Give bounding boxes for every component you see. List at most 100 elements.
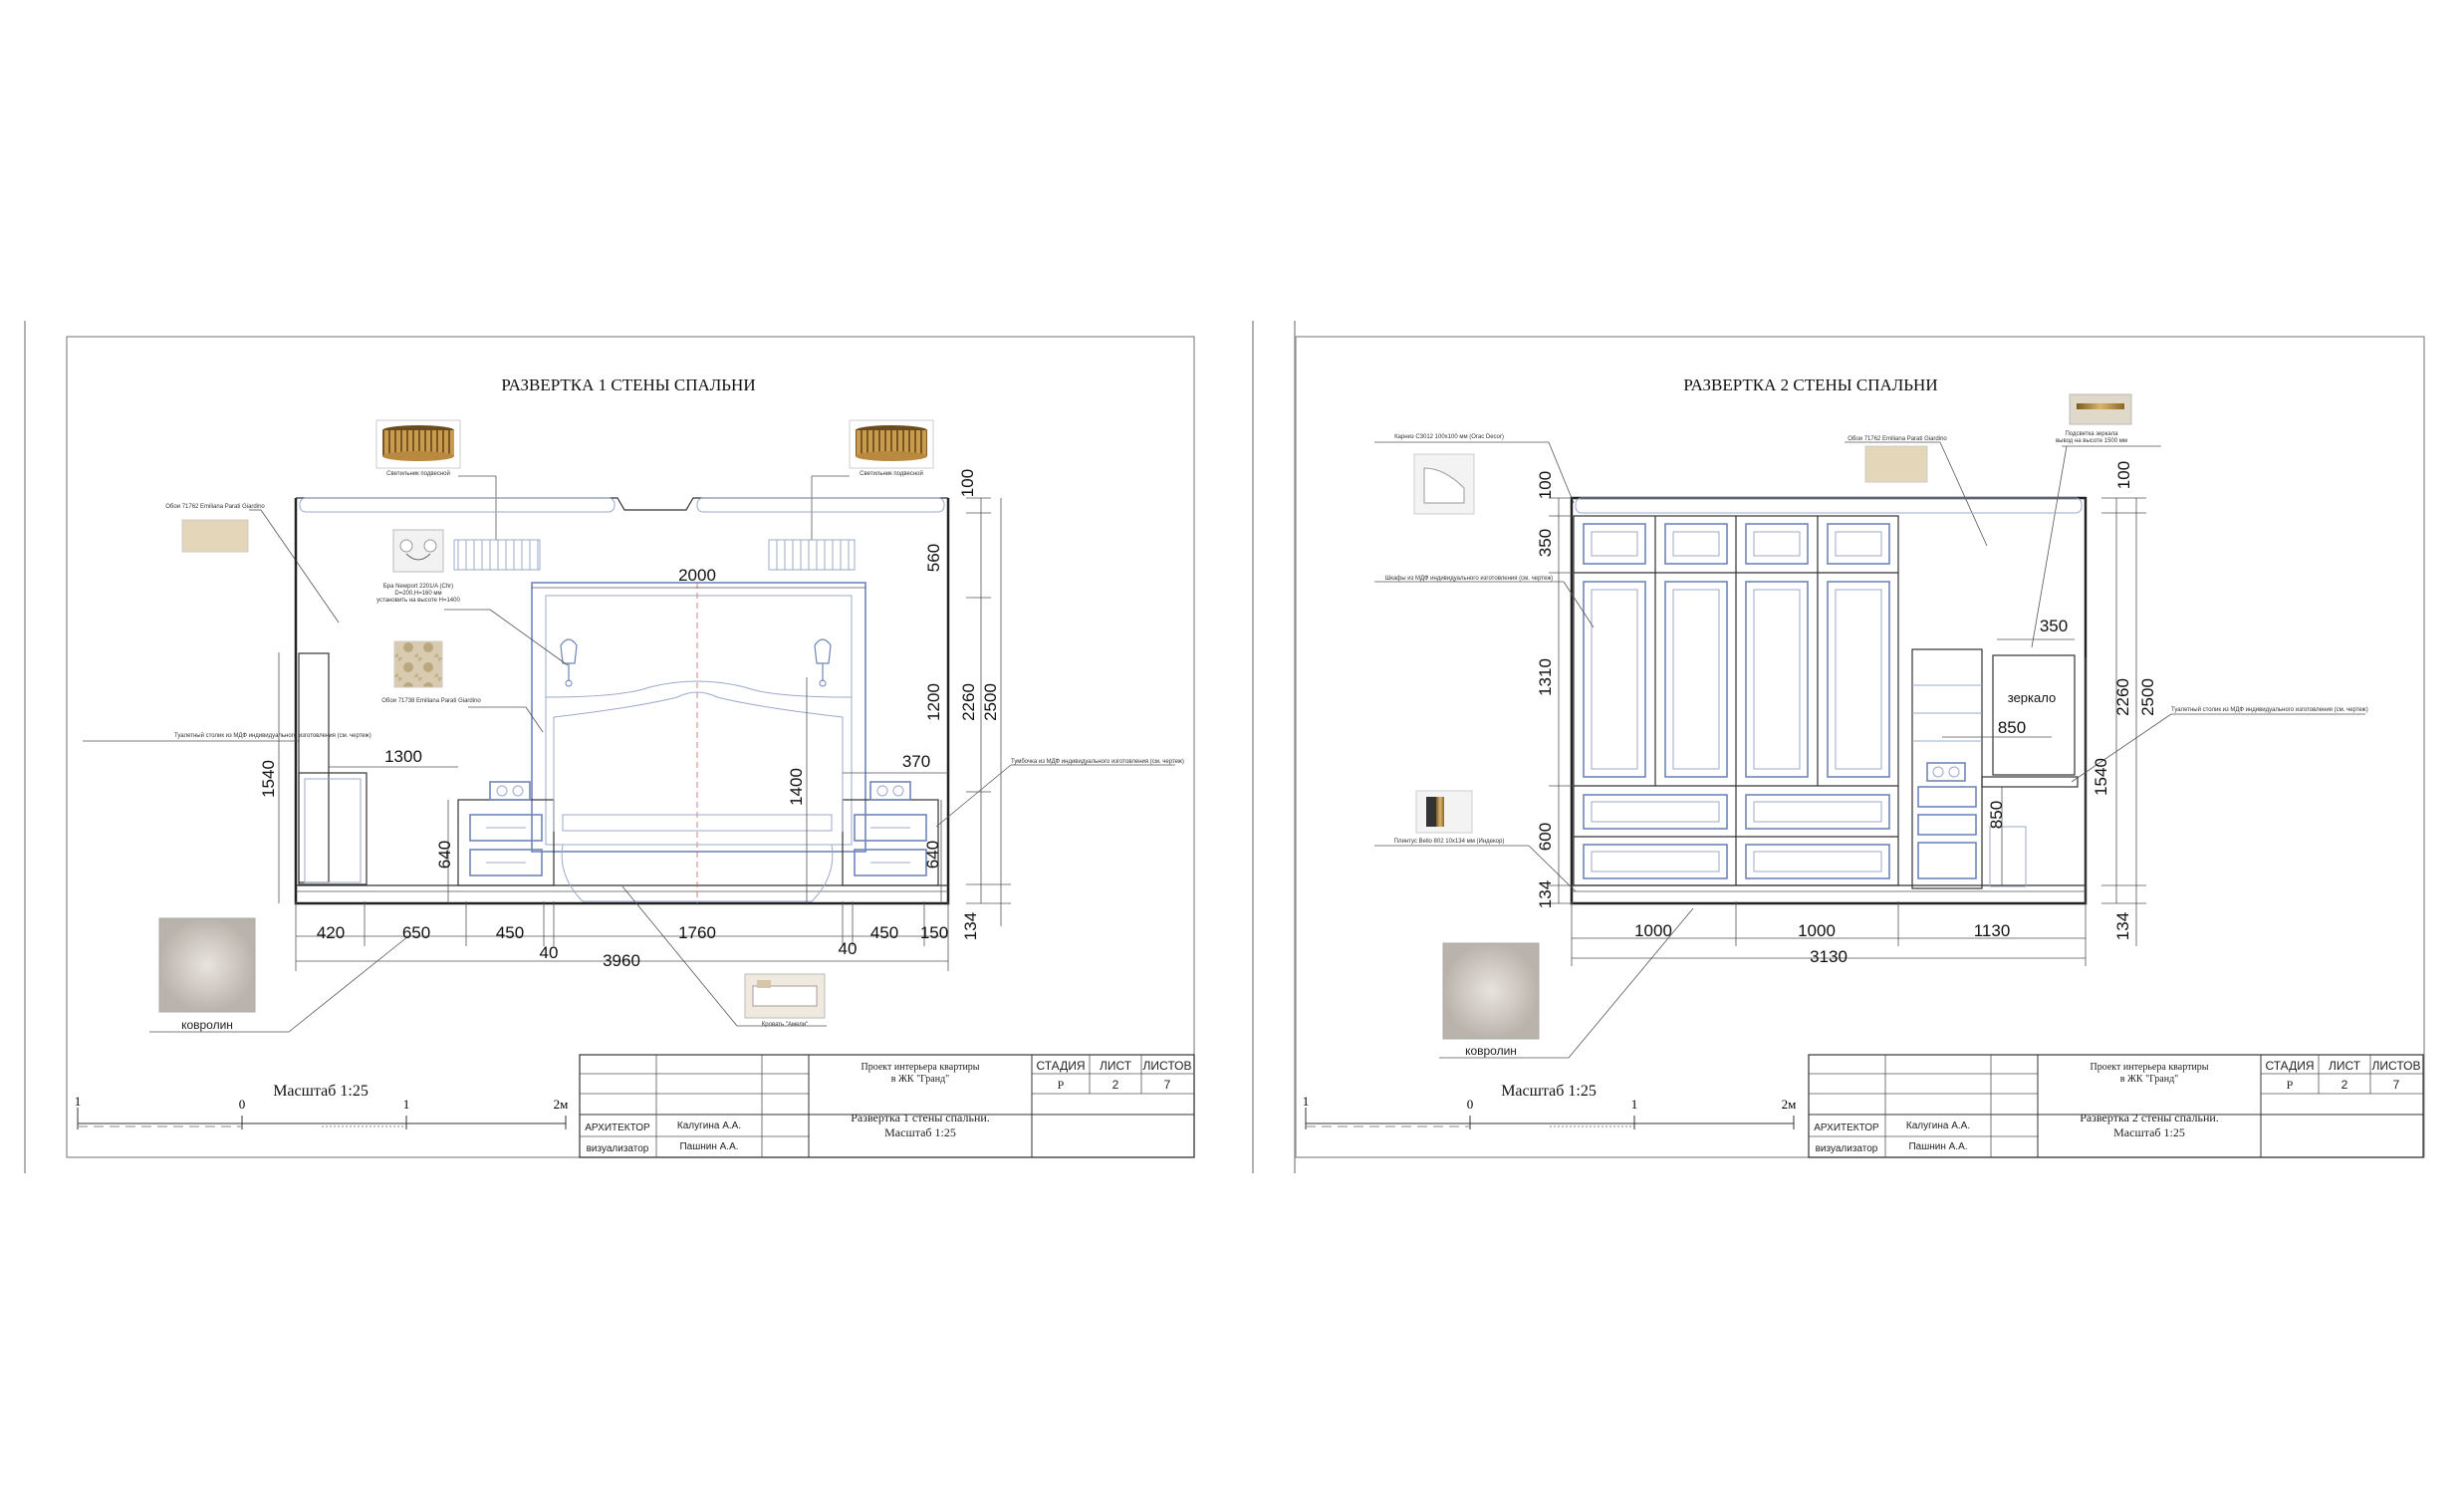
mirror-light-label-a: Подсветка зеркала: [2065, 431, 2118, 437]
bed-photo: [744, 973, 826, 1019]
dim-420: 420: [317, 923, 345, 942]
tb-name-visualizer-2: Пашнин А.А.: [1908, 1141, 1967, 1152]
scale-tick-c-2: 1: [1631, 1097, 1638, 1112]
scale-bar-1: [77, 1108, 567, 1129]
dim-40-left: 40: [540, 943, 559, 962]
dim-134: 134: [961, 912, 980, 940]
dim-560: 560: [924, 544, 943, 572]
dim-1760: 1760: [678, 923, 716, 942]
mirror-light-label-b: вывод на высоте 1500 мм: [2056, 438, 2127, 444]
dresser-label: Туалетный столик из МДФ индивидуального …: [2171, 706, 2368, 713]
dim2-850-h: 850: [1998, 718, 2026, 737]
wallpaper-2-label: Обои 71738 Emiliana Parati Giardino: [381, 698, 481, 704]
dim-450-right: 450: [870, 923, 898, 942]
vent-right: [768, 539, 856, 571]
scale-label-2: Масштаб 1:25: [1501, 1083, 1597, 1100]
dim2-3130: 3130: [1810, 947, 1848, 966]
dim2-350: 350: [1536, 529, 1555, 557]
dim2-1130: 1130: [1974, 921, 2011, 940]
cornice-label: Карниз C3012 100x100 мм (Orac Decor): [1394, 434, 1504, 440]
dim-1400: 1400: [787, 768, 806, 806]
tb-role-architect-1: АРХИТЕКТОР: [585, 1122, 650, 1133]
nightstand-left: [457, 781, 555, 886]
dim2-2500: 2500: [2138, 678, 2157, 716]
bed-label: Кровать "Амели": [762, 1022, 808, 1028]
nightstand-label: Тумбочка из МДФ индивидуального изготовл…: [1011, 759, 1184, 765]
sconce-left: [560, 638, 578, 687]
dim-450-left: 450: [496, 923, 524, 942]
dim2-1000-a: 1000: [1634, 921, 1672, 940]
sheet-1: РАЗВЕРТКА 1 СТЕНЫ СПАЛЬНИ Светильник под…: [66, 336, 1195, 1158]
wallpaper-1-label: Обои 71762 Emiliana Parati Giardino: [165, 504, 265, 510]
scale-tick-a-2: 1: [1303, 1094, 1310, 1109]
dim2-1540: 1540: [2092, 758, 2110, 796]
wallpaper-3-swatch: [1864, 445, 1928, 483]
dim2-134-right: 134: [2113, 912, 2132, 940]
dim2-1310: 1310: [1536, 658, 1555, 696]
scale-tick-b-2: 0: [1467, 1097, 1474, 1112]
dim2-100-left: 100: [1536, 471, 1555, 499]
cornice-profile-icon: [1423, 467, 1465, 504]
dim-370: 370: [902, 752, 930, 771]
carpet-swatch: [158, 917, 256, 1013]
dim2-134-left: 134: [1536, 880, 1555, 908]
tb-project-1a: Проект интерьера квартиры: [861, 1062, 979, 1073]
sconce-photo: [392, 529, 444, 573]
sconce-right: [814, 638, 832, 687]
tb-project-1b: в ЖК "Гранд": [891, 1074, 950, 1085]
dresser: [1911, 648, 2079, 889]
pendant-lamp-left-image: [375, 419, 461, 469]
dim2-100-right: 100: [2114, 461, 2133, 489]
dim-650: 650: [402, 923, 430, 942]
tb-role-architect-2: АРХИТЕКТОР: [1814, 1122, 1879, 1133]
dim-2500: 2500: [981, 683, 1000, 721]
plinth-profile-gold: [1436, 797, 1444, 827]
title-block-1: [579, 1054, 1195, 1158]
sheet-2: РАЗВЕРТКА 2 СТЕНЫ СПАЛЬНИ Карниз C3012 1…: [1295, 336, 2425, 1158]
scale-tick-d-1: 2м: [554, 1097, 569, 1112]
tb-stage-value-2: Р: [2287, 1078, 2294, 1092]
tb-sheets-header-2: ЛИСТОВ: [2372, 1059, 2421, 1073]
title-block-2: [1808, 1054, 2424, 1158]
mirror-light-bar: [2077, 403, 2124, 409]
pendant-lamp-right-image: [849, 419, 934, 469]
dim2-1000-b: 1000: [1798, 921, 1836, 940]
dim2-2260: 2260: [2113, 678, 2132, 716]
tb-sheets-value-2: 7: [2393, 1078, 2400, 1092]
dim-lines-2: [1549, 497, 2146, 966]
tb-name-visualizer-1: Пашнин А.А.: [679, 1141, 738, 1152]
pendant-lamp-right-label: Светильник подвесной: [860, 470, 923, 477]
tb-title-1a: Развертка 1 стены спальни.: [851, 1111, 990, 1124]
headboard-panel: [531, 582, 866, 903]
wardrobe-label: Шкафы из МДФ индивидуального изготовлени…: [1385, 576, 1554, 582]
sheet-1-title: РАЗВЕРТКА 1 СТЕНЫ СПАЛЬНИ: [501, 375, 755, 394]
tb-sheet-value-1: 2: [1112, 1078, 1119, 1092]
vent-left: [453, 539, 541, 571]
dim-1200: 1200: [924, 683, 943, 721]
sheet-2-title: РАЗВЕРТКА 2 СТЕНЫ СПАЛЬНИ: [1683, 375, 1937, 394]
plinth-label: Плинтус Bello 802 10x134 мм (Индекор): [1394, 839, 1505, 845]
cabinet-label: Туалетный столик из МДФ индивидуального …: [174, 732, 371, 739]
dim-640-left: 640: [435, 841, 454, 869]
wallpaper-3-label: Обои 71762 Emiliana Parati Giardino: [1848, 436, 1947, 442]
dim-2260: 2260: [959, 683, 978, 721]
scale-bar-2: [1305, 1108, 1795, 1129]
dim-640-right: 640: [923, 841, 942, 869]
carpet-label: ковролин: [181, 1018, 233, 1032]
tb-sheets-header-1: ЛИСТОВ: [1143, 1059, 1192, 1073]
pendant-lamp-left-label: Светильник подвесной: [386, 470, 450, 477]
plinth-profile-dark: [1426, 797, 1436, 827]
dim-1540: 1540: [259, 760, 278, 798]
tb-project-2a: Проект интерьера квартиры: [2090, 1062, 2208, 1073]
dim-100: 100: [958, 469, 977, 497]
dim2-600: 600: [1536, 823, 1555, 851]
tb-title-2a: Развертка 2 стены спальни.: [2080, 1111, 2219, 1124]
sheet-1-frame: [66, 336, 1195, 1158]
tb-sheet-header-2: ЛИСТ: [2329, 1059, 2361, 1073]
tb-name-architect-1: Калугина А.А.: [677, 1120, 741, 1131]
tb-role-visualizer-1: визуализатор: [587, 1143, 649, 1154]
dim-2000: 2000: [678, 566, 716, 585]
tall-cabinet-left: [298, 652, 368, 885]
dim-40-right: 40: [839, 939, 858, 958]
